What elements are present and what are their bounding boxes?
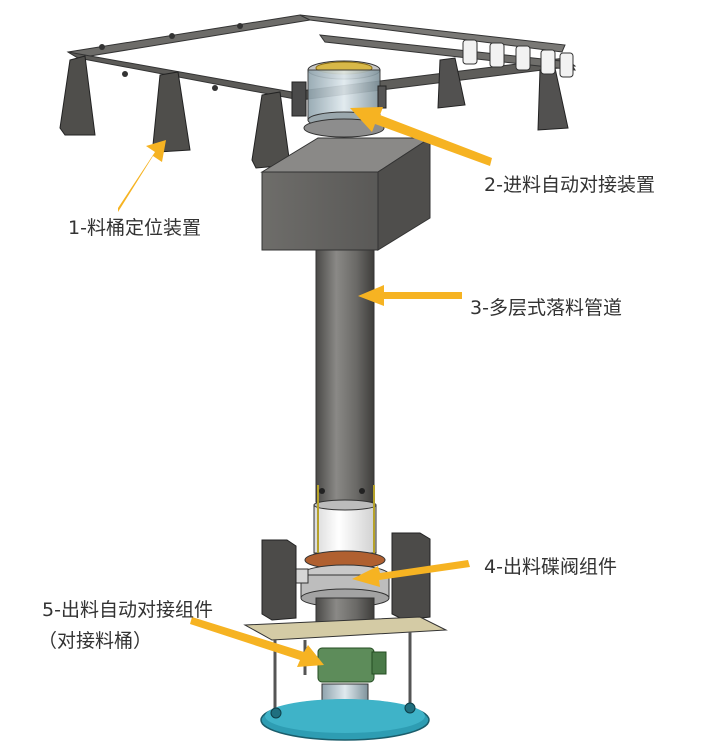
support-posts [261, 532, 431, 621]
discharge-butterfly-valve [287, 550, 390, 625]
label-butterfly-valve: 4-出料碟阀组件 [484, 556, 617, 578]
label-feed-docking-device: 2-进料自动对接装置 [484, 174, 655, 196]
base-plate [260, 699, 430, 741]
drop-pipe [313, 249, 377, 555]
arrow-4 [352, 560, 470, 587]
arrow-1 [118, 140, 166, 212]
feed-docking-device [291, 60, 387, 138]
mounting-plate [243, 616, 448, 641]
label-discharge-docking-note: （对接料桶） [38, 630, 153, 652]
arrow-5 [190, 617, 324, 667]
positioning-frame [59, 14, 577, 169]
label-discharge-docking: 5-出料自动对接组件 [42, 599, 213, 621]
feed-hopper-box [260, 137, 432, 251]
label-positioning-device: 1-料桶定位装置 [68, 217, 201, 239]
label-drop-pipe: 3-多层式落料管道 [470, 297, 622, 319]
arrow-2 [350, 107, 492, 166]
arrow-3 [358, 285, 462, 306]
callout-arrows [118, 107, 492, 667]
